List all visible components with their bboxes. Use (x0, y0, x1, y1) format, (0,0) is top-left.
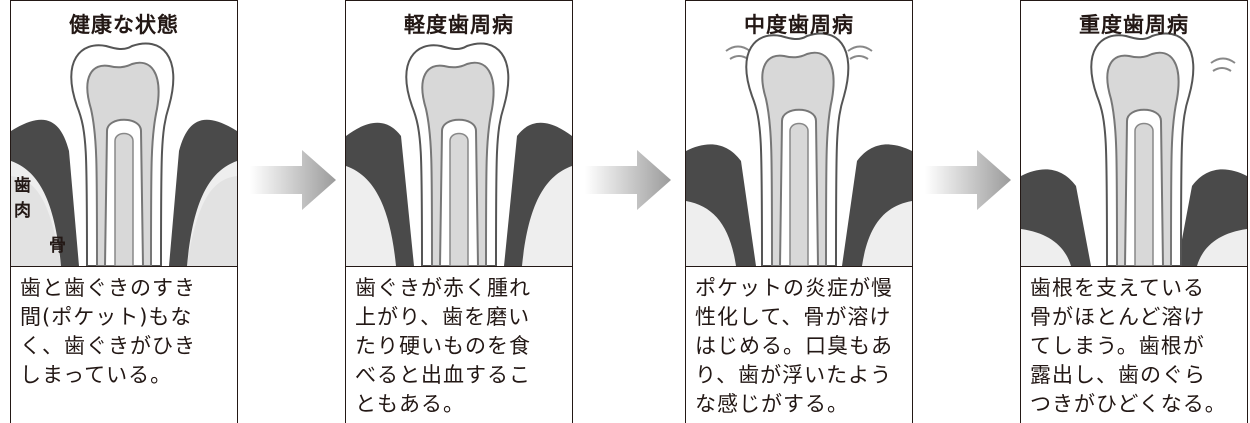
stage-title: 健康な状態 (69, 13, 179, 37)
tooth-illustration-moderate (686, 32, 912, 266)
stage-caption-box: ポケットの炎症が慢 性化して、骨が溶け はじめる。口臭もあ り、歯が浮いたよう … (685, 266, 913, 423)
stage-caption: 歯根を支えている 骨がほとんど溶け てしまう。歯根が 露出し、歯のぐら つきがひ… (1030, 276, 1227, 416)
stage-illustration-box: 中度歯周病 (685, 0, 913, 267)
gum-label: 肉 (14, 201, 31, 221)
progression-arrow-icon (925, 150, 1011, 210)
stage-title: 軽度歯周病 (404, 13, 514, 37)
progression-arrow-icon (585, 150, 671, 210)
stage-panel-healthy: 健康な状態 歯 肉 骨 歯と歯ぐきのすき 間(ポケット)もな く、歯ぐきがひき … (10, 0, 238, 423)
stage-panel-moderate: 中度歯周病 ポケットの炎症が慢 性化して、骨が溶け はじめる。口臭もあ り、歯が… (685, 0, 913, 423)
stage-caption-box: 歯根を支えている 骨がほとんど溶け てしまう。歯根が 露出し、歯のぐら つきがひ… (1020, 266, 1248, 423)
stage-panel-severe: 重度歯周病 歯根を支えている 骨がほとんど溶け てしまう。歯根が 露出し、歯のぐ… (1020, 0, 1248, 423)
stage-illustration-box: 重度歯周病 (1020, 0, 1248, 267)
stage-title: 中度歯周病 (744, 13, 854, 37)
stage-caption: ポケットの炎症が慢 性化して、骨が溶け はじめる。口臭もあ り、歯が浮いたよう … (695, 276, 893, 416)
bone-label: 骨 (49, 236, 66, 256)
tooth-illustration-mild (346, 42, 572, 266)
tooth-illustration-healthy (11, 42, 237, 266)
stage-caption-box: 歯と歯ぐきのすき 間(ポケット)もな く、歯ぐきがひき しまっている。 (10, 266, 238, 423)
tooth-illustration-severe (1021, 32, 1247, 266)
stage-illustration-box: 健康な状態 歯 肉 骨 (10, 0, 238, 267)
stage-panel-mild: 軽度歯周病 歯ぐきが赤く腫れ 上がり、歯を磨い たり硬いものを食 べると出血する… (345, 0, 573, 423)
stage-caption: 歯と歯ぐきのすき 間(ポケット)もな く、歯ぐきがひき しまっている。 (20, 276, 196, 387)
stage-illustration-box: 軽度歯周病 (345, 0, 573, 267)
stage-caption-box: 歯ぐきが赤く腫れ 上がり、歯を磨い たり硬いものを食 べると出血するこ ともある… (345, 266, 573, 423)
progression-arrow-icon (250, 150, 336, 210)
tooth-label: 歯 (14, 176, 31, 196)
stage-title: 重度歯周病 (1079, 13, 1189, 37)
stage-caption: 歯ぐきが赤く腫れ 上がり、歯を磨い たり硬いものを食 べると出血するこ ともある… (355, 276, 531, 416)
